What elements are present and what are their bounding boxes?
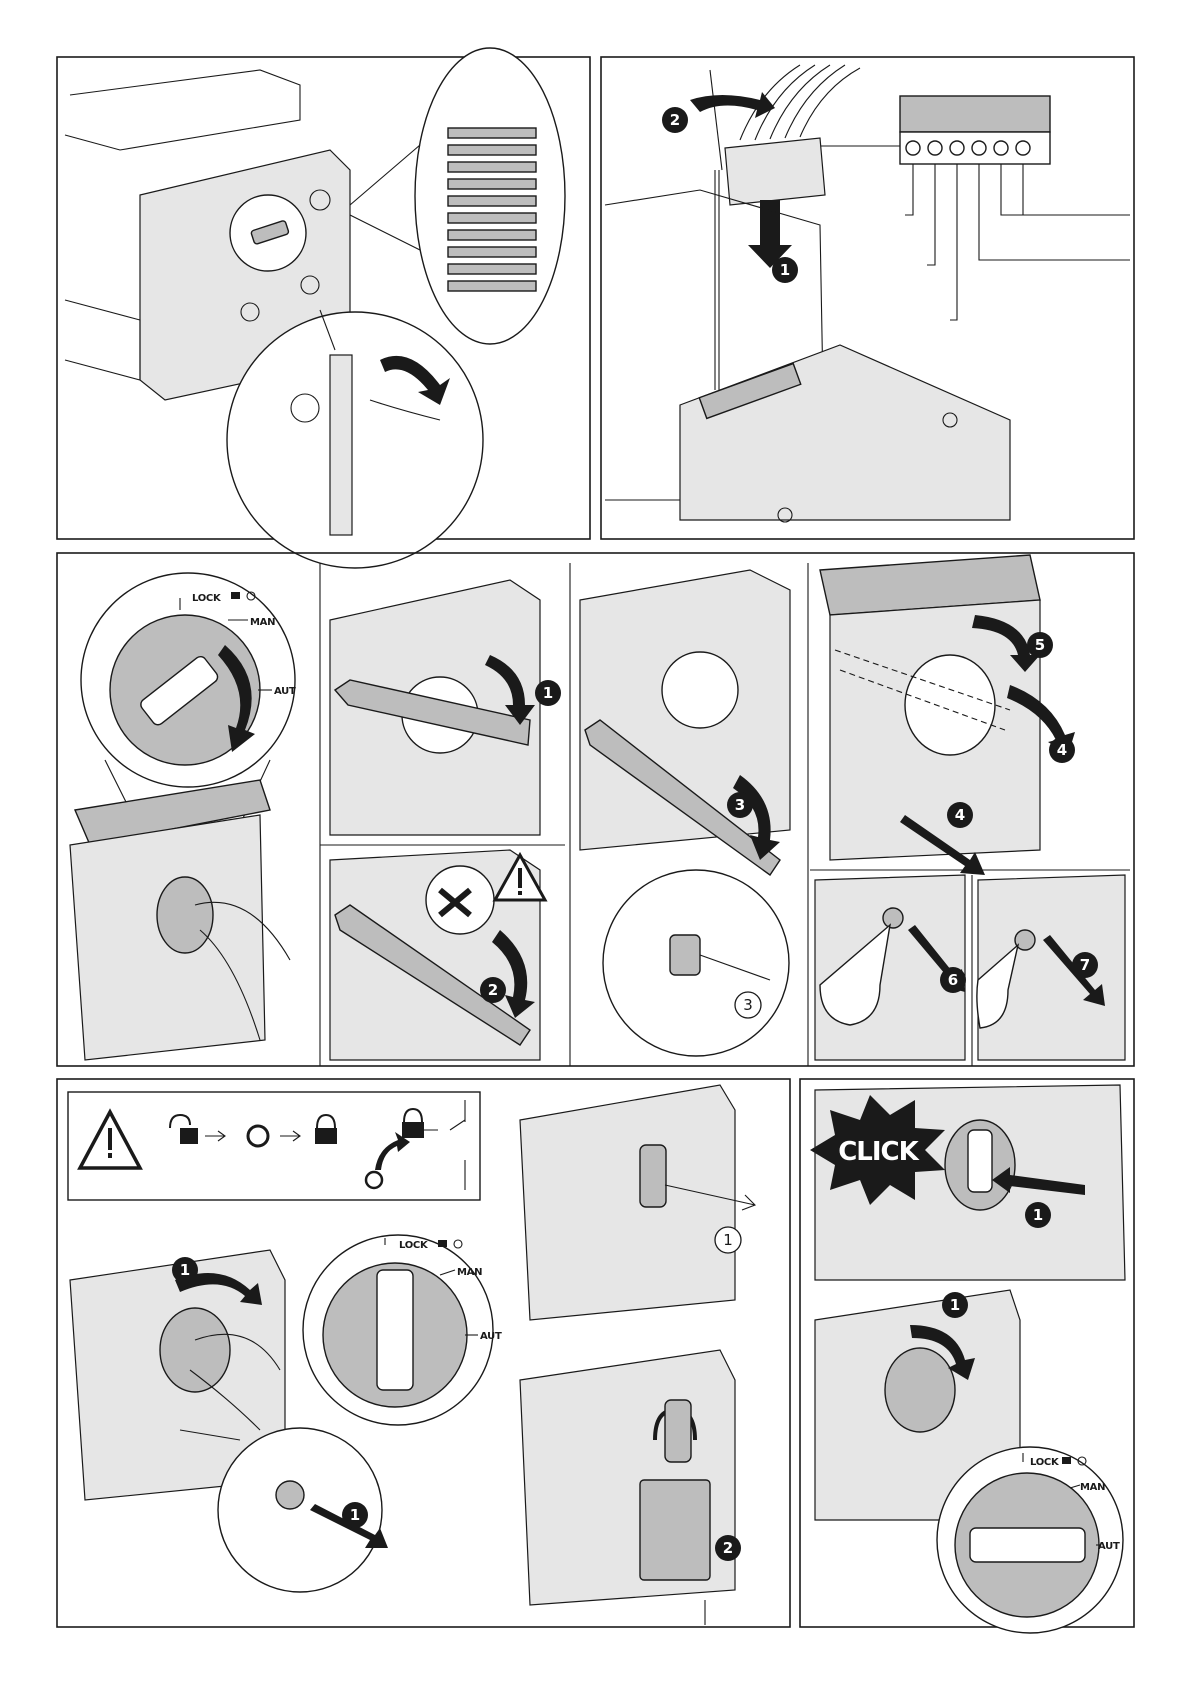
dial-lock-label-2: LOCK — [399, 1240, 429, 1251]
dial-man-label: MAN — [250, 617, 275, 628]
dial-man-label-2: MAN — [457, 1267, 482, 1278]
step-badge-1b: 1 — [180, 1261, 190, 1279]
step-badge-3a: 3 — [735, 796, 745, 814]
handle-step-6: 6 — [815, 875, 966, 1060]
label-insert-zoom-circle — [227, 312, 483, 568]
dial-aut-label-2: AUT — [480, 1331, 502, 1342]
handle-step-2: 2 — [330, 850, 545, 1060]
step-outline-1: 1 — [723, 1231, 733, 1249]
dial-aut-label: AUT — [274, 686, 296, 697]
panel-unlock: CLICK 1 1 LOCK MAN AUT — [800, 1079, 1134, 1633]
click-label: CLICK — [838, 1137, 919, 1167]
dial-man-label-3: MAN — [1080, 1482, 1105, 1493]
dial-lock-label-3: LOCK — [1030, 1457, 1060, 1468]
step-badge-7: 7 — [1080, 956, 1090, 974]
dial-zoom-1: LOCK MAN AUT — [70, 573, 296, 1060]
step-badge-1e: 1 — [950, 1296, 960, 1314]
step-badge-4b: 4 — [955, 806, 965, 824]
dial-aut-label-3: AUT — [1098, 1541, 1120, 1552]
padlock-icon — [1062, 1457, 1071, 1464]
handle-step-7: 7 — [977, 875, 1125, 1060]
step-badge-4a: 4 — [1057, 741, 1067, 759]
padlock-icon — [438, 1240, 447, 1247]
step-badge-1a: 1 — [543, 684, 553, 702]
handle-steps-4-5: 5 4 4 — [820, 555, 1075, 875]
step-badge-1c: 1 — [350, 1506, 360, 1524]
panel-padlocking: 1 LOCK MAN AUT 1 1 2 — [57, 1079, 790, 1627]
step-badge-2: 2 — [488, 981, 498, 999]
dial-lock-label: LOCK — [192, 593, 222, 604]
step-badge-6: 6 — [948, 971, 958, 989]
step-outline-3: 3 — [743, 996, 753, 1014]
step-badge-5: 5 — [1035, 636, 1045, 654]
padlock-icon — [231, 592, 240, 599]
step-badge-1d: 1 — [1033, 1206, 1043, 1224]
handle-step-1: 1 — [330, 580, 561, 835]
step-badge-2b: 2 — [723, 1539, 733, 1557]
step-badge-2a: 2 — [670, 111, 680, 129]
handle-step-3: 3 3 — [580, 570, 790, 1056]
panel-label-insertion — [57, 48, 590, 568]
step-badge-1f: 1 — [780, 261, 790, 279]
